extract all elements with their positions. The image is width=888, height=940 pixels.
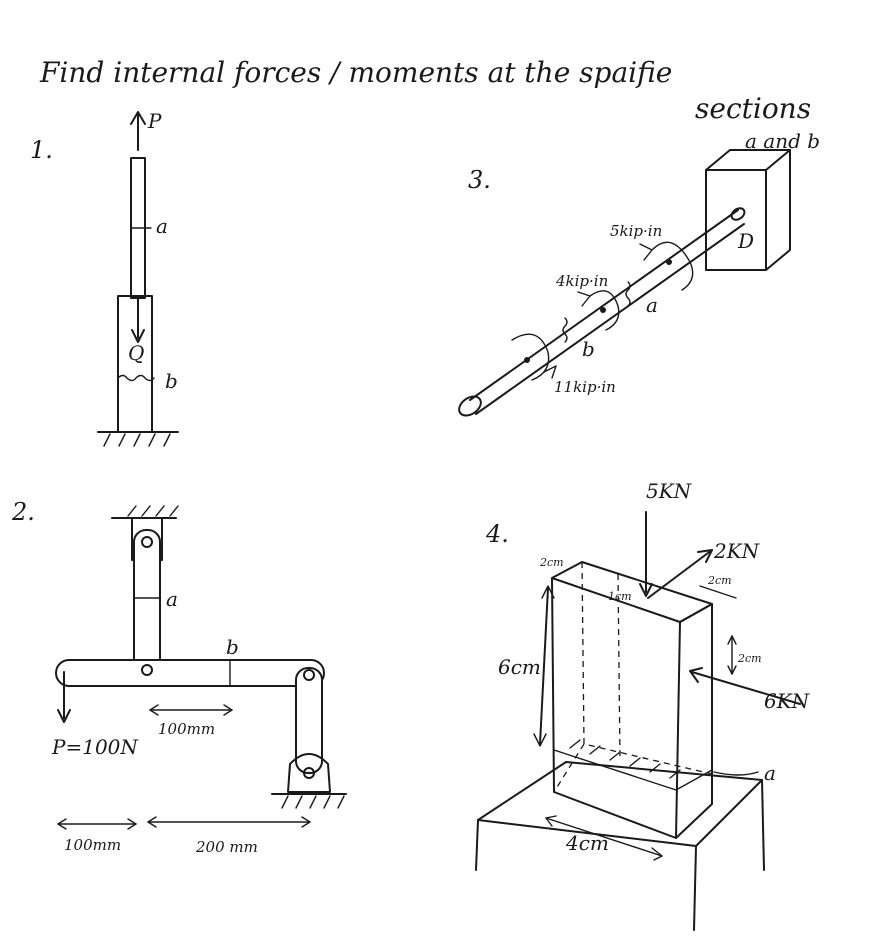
load-2kn-arrowhead <box>697 549 713 563</box>
dim-middle-label: 100mm <box>158 720 215 738</box>
block-side <box>675 603 713 839</box>
horizontal-beam <box>55 659 325 687</box>
wall-top <box>705 149 791 171</box>
torque-mid-arc <box>589 290 620 331</box>
instruction-line1: Find internal forces / moments at the sp… <box>39 56 672 89</box>
dim-top-right-label: 2cm <box>707 574 732 587</box>
dim-right-label: 200 mm <box>195 838 258 856</box>
problem3-diagram: 3. D 5kip·in 4kip·in a 11kip·in b <box>458 149 791 417</box>
section-a-line-4 <box>553 749 713 791</box>
section-b-mark <box>117 374 155 382</box>
support-d-label: D <box>737 229 754 253</box>
dim-height-label: 6cm <box>498 655 541 679</box>
torque-bottom-dot <box>524 357 530 363</box>
section-a-label-3: a <box>646 293 658 317</box>
torque-top-dot <box>666 259 672 265</box>
bottom-pin <box>303 767 315 779</box>
instruction-heading: Find internal forces / moments at the sp… <box>39 56 820 153</box>
torque-bottom-arrowhead <box>543 365 557 379</box>
problem1-diagram: 1. P a Q b <box>30 109 179 447</box>
shaft-wall-end <box>730 207 746 221</box>
shaft-end <box>458 395 482 417</box>
dim-side-arrows <box>727 635 737 675</box>
dim-inner-label: 1cm <box>608 590 632 603</box>
section-b-mark-3 <box>562 317 568 343</box>
section-a-label-2: a <box>166 587 178 611</box>
force-q-arrowhead <box>131 329 145 343</box>
problem3-number: 3. <box>468 166 491 194</box>
load-6kn-label: 6KN <box>764 689 811 713</box>
torque-bottom-label: 11kip·in <box>554 378 616 396</box>
dim-width-label: 4cm <box>565 831 609 855</box>
block-hidden-mid <box>617 573 621 761</box>
pedestal-sides <box>475 779 765 931</box>
force-p-label: P <box>147 109 162 133</box>
torque-top-arrowhead <box>639 243 653 261</box>
wall-side <box>765 149 791 271</box>
block-hidden-edges <box>553 561 713 793</box>
section-a-mark-3 <box>625 281 631 307</box>
block-front <box>551 577 681 839</box>
torque-top-label: 5kip·in <box>610 222 662 240</box>
load-p-label: P=100N <box>51 735 139 759</box>
dim-height-line <box>539 587 549 745</box>
dim-top-right-line <box>699 585 737 599</box>
instruction-line2: sections <box>695 92 811 125</box>
load-6kn-arrow <box>691 671 801 705</box>
beam-pin-middle <box>141 664 153 676</box>
top-pin <box>141 536 153 548</box>
top-support-hatch <box>127 505 179 517</box>
torque-top-arc <box>651 241 694 291</box>
torque-mid-label: 4kip·in <box>555 272 608 290</box>
torque-mid-dot <box>600 307 606 313</box>
dim-side-label: 2cm <box>737 652 762 665</box>
vertical-link <box>133 529 161 671</box>
load-2kn-label: 2KN <box>713 539 761 563</box>
force-p-arrowhead <box>130 111 146 125</box>
pedestal-top <box>477 761 763 847</box>
ground-hatch <box>103 433 171 447</box>
load-p-arrowhead <box>57 709 71 723</box>
problem1-number: 1. <box>30 136 53 164</box>
section-a-leader <box>713 771 759 776</box>
right-link <box>295 667 323 774</box>
bottom-bracket <box>287 753 331 793</box>
section-a-hatch <box>569 739 681 779</box>
section-b-label: b <box>165 369 178 393</box>
dim-top-label: 2cm <box>539 556 564 569</box>
section-a-label: a <box>156 214 168 238</box>
force-q-label: Q <box>128 341 144 365</box>
dim-width-line <box>545 817 663 857</box>
load-5kn-arrowhead <box>639 583 653 597</box>
shaft-edge-upper <box>469 209 739 401</box>
dim-middle-arrows <box>149 704 233 716</box>
section-b-label-2: b <box>226 635 239 659</box>
problem2-number: 2. <box>11 498 35 526</box>
dim-right-arrows <box>147 816 311 828</box>
section-b-label-3: b <box>582 337 595 361</box>
load-5kn-label: 5KN <box>646 479 693 503</box>
shaft-edge-lower <box>475 223 745 415</box>
right-link-pin <box>303 669 315 681</box>
dim-left-arrows <box>57 818 137 830</box>
block-top <box>551 561 713 623</box>
torque-bottom-arc <box>511 333 550 381</box>
problem4-diagram: 4. a 5KN 2KN 2cm 2cm 1cm 6KN 2cm <box>475 479 811 931</box>
load-2kn-arrow <box>647 549 713 599</box>
load-6kn-arrowhead <box>689 667 703 683</box>
dim-width-arrows <box>545 815 663 861</box>
dim-height-arrows <box>533 585 555 747</box>
dim-left-label: 100mm <box>64 836 121 854</box>
torque-mid-arrowhead <box>577 291 591 307</box>
problem4-number: 4. <box>485 520 509 548</box>
bottom-support-hatch <box>281 795 345 809</box>
section-a-label-4: a <box>764 761 776 785</box>
problem2-diagram: 2. a b P=100N 100mm 100mm <box>11 498 347 856</box>
